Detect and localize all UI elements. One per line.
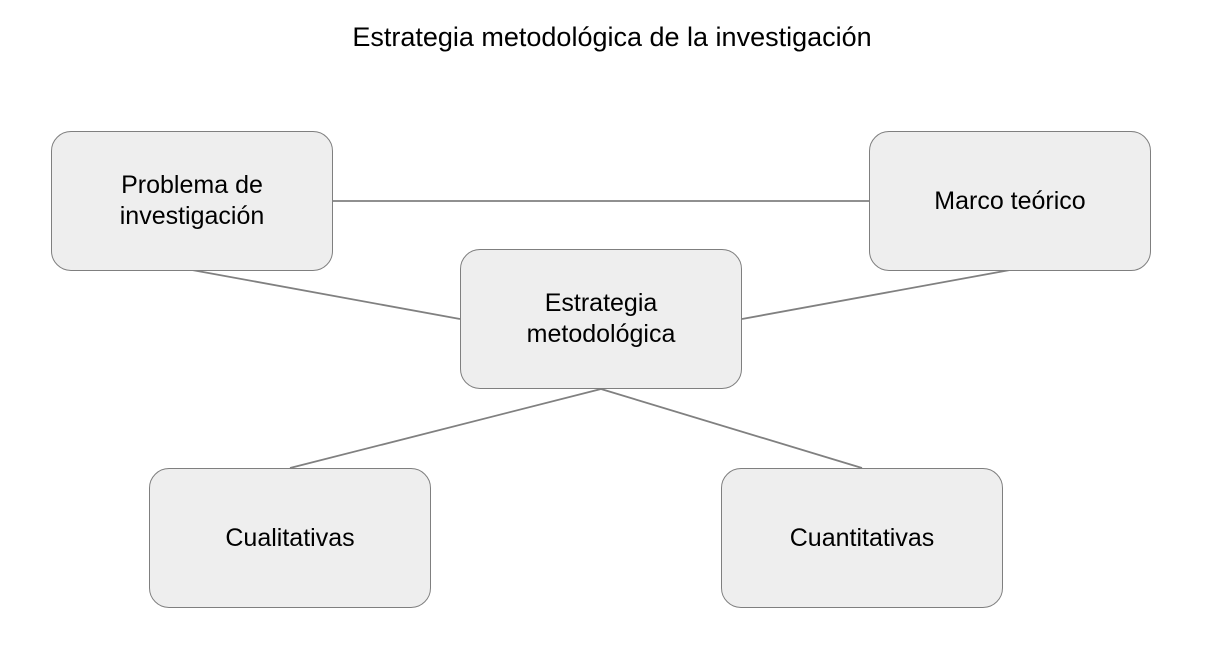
node-cuantitativas: Cuantitativas [721, 468, 1003, 608]
node-marco-teorico: Marco teórico [869, 131, 1151, 271]
node-problema-de-investigacion: Problema de investigación [51, 131, 333, 271]
diagram-title: Estrategia metodológica de la investigac… [352, 22, 872, 52]
node-estrategia-metodologica: Estrategia metodológica [460, 249, 742, 389]
edge-marco-estrategia [741, 269, 1011, 320]
edge-estrategia-cuantitativas [600, 388, 863, 469]
edge-problema-estrategia [191, 269, 461, 320]
edge-estrategia-cualitativas [289, 388, 602, 469]
node-cualitativas: Cualitativas [149, 468, 431, 608]
